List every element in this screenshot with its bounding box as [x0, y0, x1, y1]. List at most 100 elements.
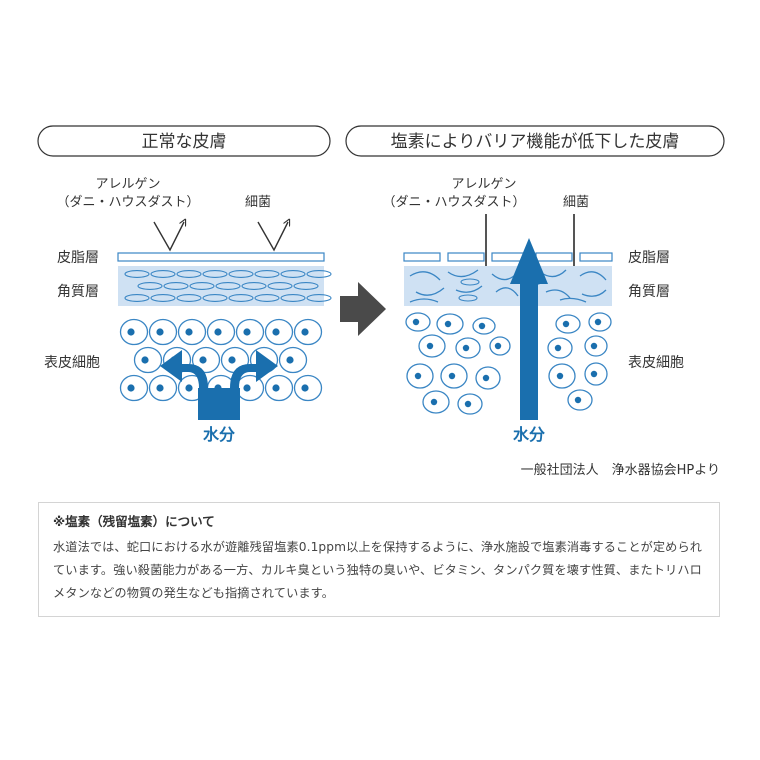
cell-nucleus — [494, 342, 502, 350]
transition-arrow-icon — [340, 282, 386, 336]
horny-cell — [202, 270, 228, 278]
cell-nucleus — [243, 384, 251, 392]
right-bacteria-label: 細菌 — [563, 195, 589, 210]
cell-nucleus — [127, 328, 135, 336]
cell-nucleus — [482, 374, 490, 382]
left-allergen-bounce-arrow — [153, 222, 184, 252]
damaged-horny-cell — [415, 287, 445, 296]
note-title: ※塩素（残留塩素）について — [53, 514, 215, 529]
cell-nucleus — [272, 384, 280, 392]
left-epidermis-cells — [119, 318, 323, 402]
left-horny-layer — [118, 266, 324, 306]
left-bacteria-bounce-arrow — [257, 222, 288, 252]
right-panel-title: 塩素によりバリア機能が低下した皮膚 — [391, 132, 680, 152]
horny-cell — [150, 270, 176, 278]
cell-nucleus — [214, 328, 222, 336]
horny-cell — [280, 294, 306, 302]
horny-cell — [306, 270, 332, 278]
left-allergen-sublabel: （ダニ・ハウスダスト） — [56, 195, 199, 210]
cell-nucleus — [199, 356, 207, 364]
horny-cell — [215, 282, 241, 290]
right-horny-label: 角質層 — [628, 284, 670, 300]
cell-nucleus — [462, 344, 470, 352]
horny-cell — [124, 270, 150, 278]
cell-nucleus — [228, 356, 236, 364]
right-panel-header: 塩素によりバリア機能が低下した皮膚 — [345, 125, 725, 157]
right-sebum-layer-broken — [403, 252, 613, 262]
cell-nucleus — [141, 356, 149, 364]
cell-nucleus — [156, 384, 164, 392]
horny-cell — [254, 270, 280, 278]
source-credit: 一般社団法人 浄水器協会HPより — [520, 463, 720, 478]
damaged-horny-cell — [409, 298, 439, 303]
damaged-horny-cell — [581, 289, 607, 297]
horny-cell — [280, 270, 306, 278]
right-sebum-label: 皮脂層 — [628, 250, 670, 266]
damaged-horny-cell — [447, 269, 479, 278]
left-horny-cells — [124, 270, 332, 302]
cell-nucleus — [301, 384, 309, 392]
right-epidermis-cells — [405, 312, 612, 415]
horny-cell — [163, 282, 189, 290]
left-water-label: 水分 — [203, 425, 235, 444]
cell-nucleus — [590, 370, 598, 378]
cell-nucleus — [562, 320, 570, 328]
left-allergen-label: アレルゲン — [95, 177, 160, 192]
cell-nucleus — [574, 396, 582, 404]
right-epidermis-label: 表皮細胞 — [628, 355, 684, 371]
horny-cell — [189, 282, 215, 290]
cell-nucleus — [590, 342, 598, 350]
horny-cell — [254, 294, 280, 302]
damaged-horny-cell — [458, 294, 478, 302]
cell-nucleus — [185, 384, 193, 392]
cell-nucleus — [414, 372, 422, 380]
right-water-arrow — [510, 238, 548, 420]
horny-cell — [228, 294, 254, 302]
damaged-horny-cell — [460, 278, 480, 286]
cell-nucleus — [301, 328, 309, 336]
right-allergen-sublabel: （ダニ・ハウスダスト） — [382, 195, 525, 210]
chlorine-note-box: ※塩素（残留塩素）について 水道法では、蛇口における水が遊離残留塩素0.1ppm… — [38, 502, 720, 617]
damaged-horny-cell — [579, 271, 607, 281]
left-bacteria-label: 細菌 — [245, 195, 271, 210]
horny-cell — [293, 282, 319, 290]
cell-nucleus — [272, 328, 280, 336]
cell-nucleus — [448, 372, 456, 380]
damaged-horny-cell — [409, 271, 441, 281]
cell-nucleus — [156, 328, 164, 336]
cell-nucleus — [412, 318, 420, 326]
left-horny-label: 角質層 — [57, 284, 99, 300]
note-body: 水道法では、蛇口における水が遊離残留塩素0.1ppm以上を保持するように、浄水施… — [53, 540, 703, 600]
horny-cell — [228, 270, 254, 278]
damaged-horny-cell — [455, 285, 483, 293]
cell-nucleus — [426, 342, 434, 350]
horny-cell — [137, 282, 163, 290]
damaged-horny-cell — [559, 297, 587, 303]
horny-cell — [124, 294, 150, 302]
cell-nucleus — [430, 398, 438, 406]
horny-cell — [267, 282, 293, 290]
left-water-arrow — [160, 350, 278, 420]
cell-nucleus — [556, 372, 564, 380]
damaged-horny-cell — [545, 289, 571, 299]
left-panel-header: 正常な皮膚 — [37, 125, 331, 157]
left-epidermis-label: 表皮細胞 — [44, 355, 100, 371]
left-water-arrow-stem — [198, 388, 240, 420]
horny-cell — [176, 270, 202, 278]
horny-cell — [241, 282, 267, 290]
cell-nucleus — [127, 384, 135, 392]
left-sebum-label: 皮脂層 — [57, 250, 99, 266]
cell-nucleus — [594, 318, 602, 326]
cell-nucleus — [243, 328, 251, 336]
cell-nucleus — [478, 322, 486, 330]
right-water-label: 水分 — [513, 425, 545, 444]
horny-cell — [306, 294, 332, 302]
horny-cell — [202, 294, 228, 302]
cell-nucleus — [185, 328, 193, 336]
cell-nucleus — [464, 400, 472, 408]
horny-cell — [176, 294, 202, 302]
cell-nucleus — [286, 356, 294, 364]
cell-nucleus — [554, 344, 562, 352]
left-panel-title: 正常な皮膚 — [142, 132, 227, 152]
horny-cell — [150, 294, 176, 302]
